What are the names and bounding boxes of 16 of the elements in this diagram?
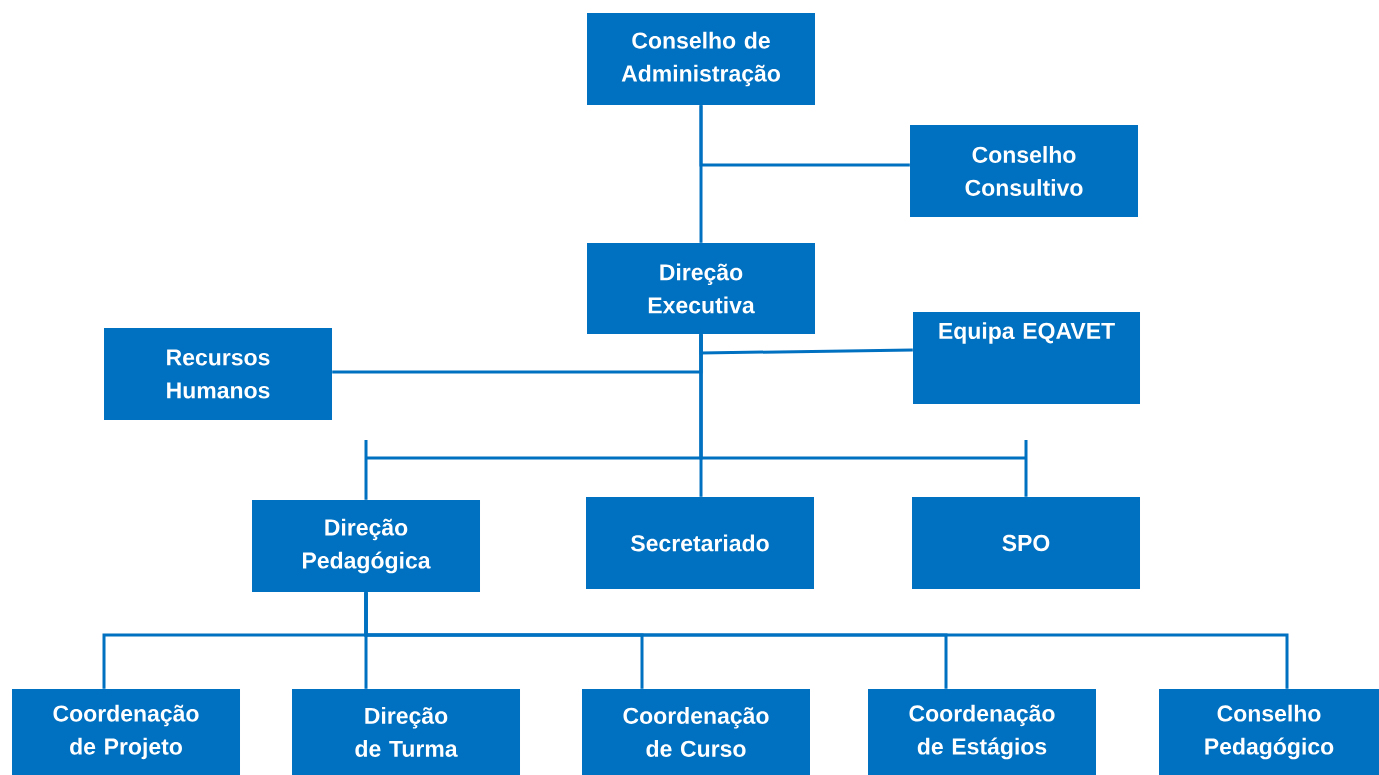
org-box: SPO (912, 497, 1140, 589)
org-box: Direção Executiva (587, 243, 815, 334)
org-box: Direção Pedagógica (252, 500, 480, 592)
org-box: Coordenação de Projeto (12, 689, 240, 775)
org-box: Conselho Consultivo (910, 125, 1138, 217)
connector-line (364, 592, 1289, 689)
org-box: Equipa EQAVET (913, 312, 1140, 404)
org-box: Secretariado (586, 497, 814, 589)
org-box: Coordenação de Estágios (868, 689, 1096, 775)
org-box: Conselho Pedagógico (1159, 689, 1379, 775)
connector-line (699, 332, 1028, 499)
connector-line (699, 105, 703, 243)
org-box: Coordenação de Curso (582, 689, 810, 775)
org-box: Direção de Turma (292, 689, 520, 775)
org-box: Recursos Humanos (104, 328, 332, 420)
org-box: Conselho de Administração (587, 13, 815, 105)
